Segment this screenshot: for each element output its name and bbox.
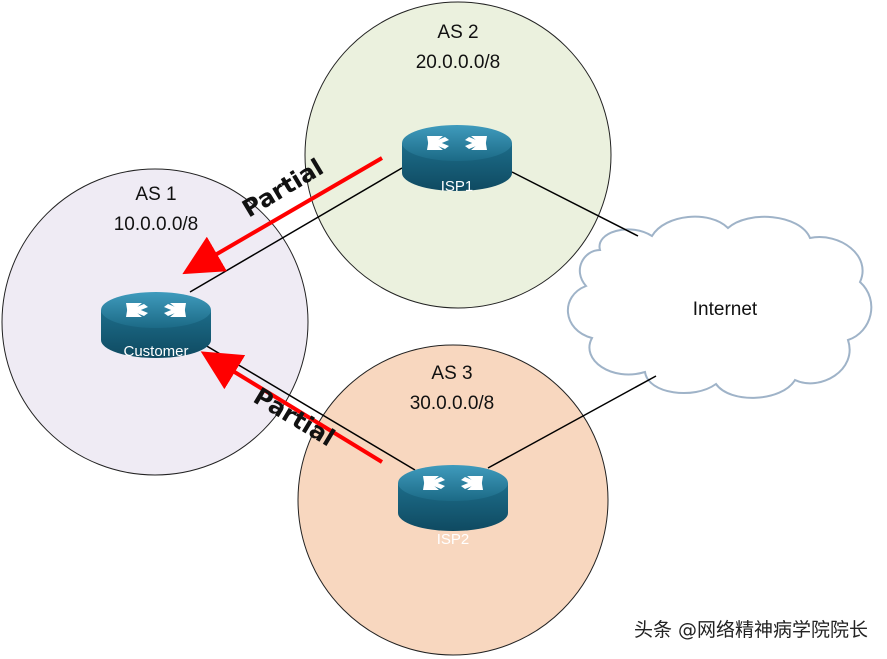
as3-prefix: 30.0.0.0/8 — [410, 393, 495, 414]
link-isp2-internet — [487, 375, 657, 469]
router-isp2-icon[interactable]: ISP2 — [398, 465, 508, 548]
router-isp1-label: ISP1 — [441, 178, 474, 195]
router-isp2-label: ISP2 — [437, 531, 470, 548]
as2-prefix: 20.0.0.0/8 — [416, 52, 501, 73]
watermark-text: 头条 @网络精神病学院院长 — [634, 619, 868, 641]
router-customer-icon[interactable]: Customer — [101, 292, 211, 360]
internet-label: Internet — [693, 299, 758, 320]
link-isp1-internet — [511, 171, 639, 237]
partial-arrow-bottom — [200, 351, 384, 464]
router-customer-label: Customer — [123, 343, 188, 360]
as2-name: AS 2 — [437, 22, 478, 43]
internet-cloud-icon — [567, 215, 873, 399]
as1-name: AS 1 — [135, 184, 176, 205]
partial-arrow-top — [182, 156, 384, 275]
router-isp1-icon[interactable]: ISP1 — [402, 125, 512, 195]
as3-name: AS 3 — [431, 363, 472, 384]
as1-prefix: 10.0.0.0/8 — [114, 214, 199, 235]
